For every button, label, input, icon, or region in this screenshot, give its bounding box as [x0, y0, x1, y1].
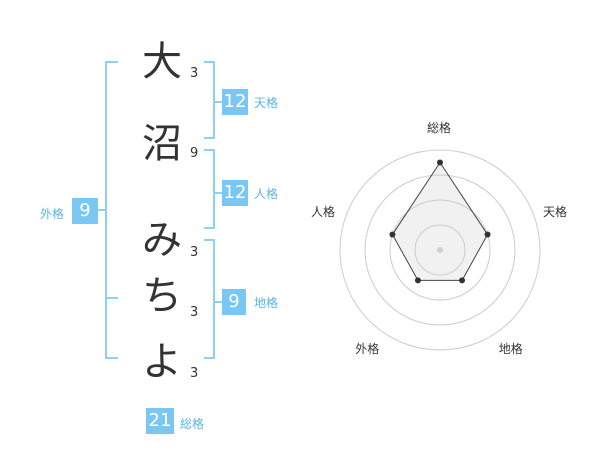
- stroke-count-4: 3: [190, 305, 199, 320]
- soukaku-label: 総格: [180, 417, 205, 431]
- name-char-5: よ: [142, 339, 182, 385]
- radar-ring-1: [414, 224, 466, 276]
- chikaku-value: 9: [222, 289, 246, 315]
- radar-ring-4: [339, 149, 541, 351]
- radar-ring-2: [389, 199, 491, 301]
- soukaku-value: 21: [146, 408, 174, 434]
- radar-point-1: [437, 159, 443, 166]
- chikaku-label: 地格: [254, 296, 279, 310]
- radar-polygon: [391, 161, 489, 281]
- radar-point-3: [459, 277, 466, 284]
- name-char-4: ち: [142, 273, 182, 319]
- radar-axis-label-4: 外格: [355, 341, 380, 356]
- stroke-count-1: 3: [190, 66, 199, 81]
- gaikaku-label: 外格: [40, 207, 65, 221]
- radar-point-4: [414, 277, 421, 284]
- jinkaku-label: 人格: [254, 187, 279, 201]
- name-char-2: 沼: [142, 121, 182, 167]
- tenkaku-value: 12: [222, 89, 248, 115]
- jinkaku-value: 12: [222, 180, 248, 206]
- radar-axis-label-1: 総格: [427, 121, 452, 135]
- radar-axis-label-3: 地格: [498, 341, 523, 356]
- radar-point-5: [389, 231, 396, 238]
- name-char-1: 大: [142, 39, 182, 85]
- stroke-count-3: 3: [190, 245, 199, 260]
- gaikaku-value: 9: [72, 198, 98, 224]
- radar-center-dot: [437, 247, 443, 253]
- radar-axis-label-5: 人格: [310, 205, 335, 220]
- name-char-3: み: [142, 217, 182, 263]
- radar-point-2: [484, 231, 491, 238]
- stroke-count-2: 9: [190, 146, 199, 161]
- stroke-count-5: 3: [190, 366, 199, 381]
- radar-ring-3: [364, 174, 516, 326]
- tenkaku-label: 天格: [254, 96, 279, 110]
- radar-axis-label-2: 天格: [543, 205, 568, 220]
